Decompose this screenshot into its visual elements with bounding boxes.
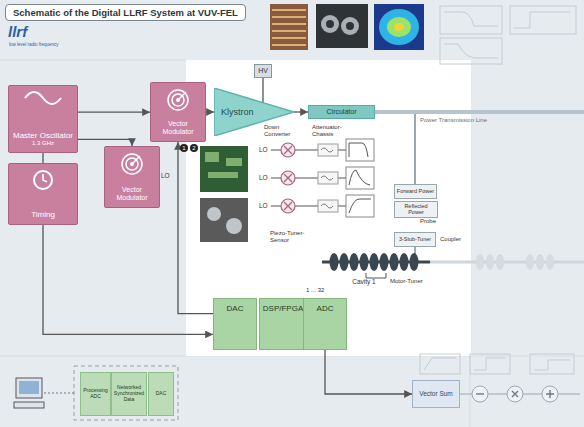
modulator-box: Vector Modulator [150,82,206,142]
circulator-box: Circulator [308,105,375,119]
sine-icon [23,91,63,105]
adc-box: ADC [303,298,347,350]
title-box: Schematic of the Digital LLRF System at … [5,4,246,21]
module-box: Networked Synchronized Data [111,372,147,416]
signal-box: Reflected Power [394,201,438,218]
node-text: DAC [156,391,167,397]
connector [294,111,308,112]
node-text: Vector Modulator [153,120,203,136]
label-text: Attenuator-Chassis [312,124,356,137]
module-box: Processing ADC [80,372,111,416]
connector [262,78,263,103]
signal-box: Forward Power [394,184,437,199]
label-text: Probe [420,218,436,225]
connector [78,139,132,146]
fpga-box: DSP/FPGA [259,298,307,350]
connector [178,142,213,314]
label-text: Piezo-Tuner-Sensor [270,230,310,243]
node-text: Klystron [221,107,254,117]
node-text: 1.3 GHz [32,140,54,147]
label-text: Motor-Tuner [390,278,423,285]
node-text: Networked Synchronized Data [113,385,145,402]
label-text: low level radio frequency [9,43,59,48]
modulator-icon [166,88,190,112]
modulator-box: Vector Modulator [104,146,160,208]
timing-box: Timing [8,163,78,225]
modulator-icon [120,152,144,176]
clock-icon [32,169,54,191]
label-text: LO [161,172,170,179]
label-text: Down Converter [264,124,302,137]
klystron-triangle: Klystron [214,88,294,136]
label-text: Coupler [440,236,461,243]
node-text: 3-Stub-Tuner [399,236,431,242]
cavity-label-box: Cavity 1 [344,276,384,287]
node-text: HV [258,67,268,75]
node-text: DAC [227,304,244,313]
node-text: Reflected Power [396,203,436,216]
node-text: Circulator [327,108,357,116]
node-text: Processing ADC [82,388,109,400]
label-text: Power Transmission Line [420,117,487,124]
node-text: Timing [31,210,55,219]
title-text: Schematic of the Digital LLRF System at … [13,7,238,18]
label-text: 1 ... 32 [306,287,324,294]
label-text: llrf [8,24,27,41]
dac-box: DAC [213,298,257,350]
connector [78,112,150,113]
node-text: Forward Power [397,188,434,194]
node-text: Vector Modulator [107,186,157,202]
label-text: LO [259,202,268,209]
node-text: DSP/FPGA [263,304,303,313]
tuner-box: 3-Stub-Tuner [394,232,436,247]
node-text: Master Oscillator [13,131,73,140]
module-box: DAC [148,372,174,416]
vector-sum-box: Vector Sum [412,380,460,408]
connector [42,153,43,163]
node-text: Vector Sum [419,390,453,397]
label-text: LO [259,146,268,153]
connector [206,111,214,112]
callout-number: 2 [190,144,198,152]
label-text: LO [259,174,268,181]
oscillator-box: Master Oscillator1.3 GHz [8,85,78,153]
connector [325,350,412,394]
node-text: Cavity 1 [352,278,375,285]
callout-number: 1 [180,144,188,152]
hv-box: HV [254,64,272,78]
node-text: ADC [317,304,334,313]
connector [43,225,213,334]
